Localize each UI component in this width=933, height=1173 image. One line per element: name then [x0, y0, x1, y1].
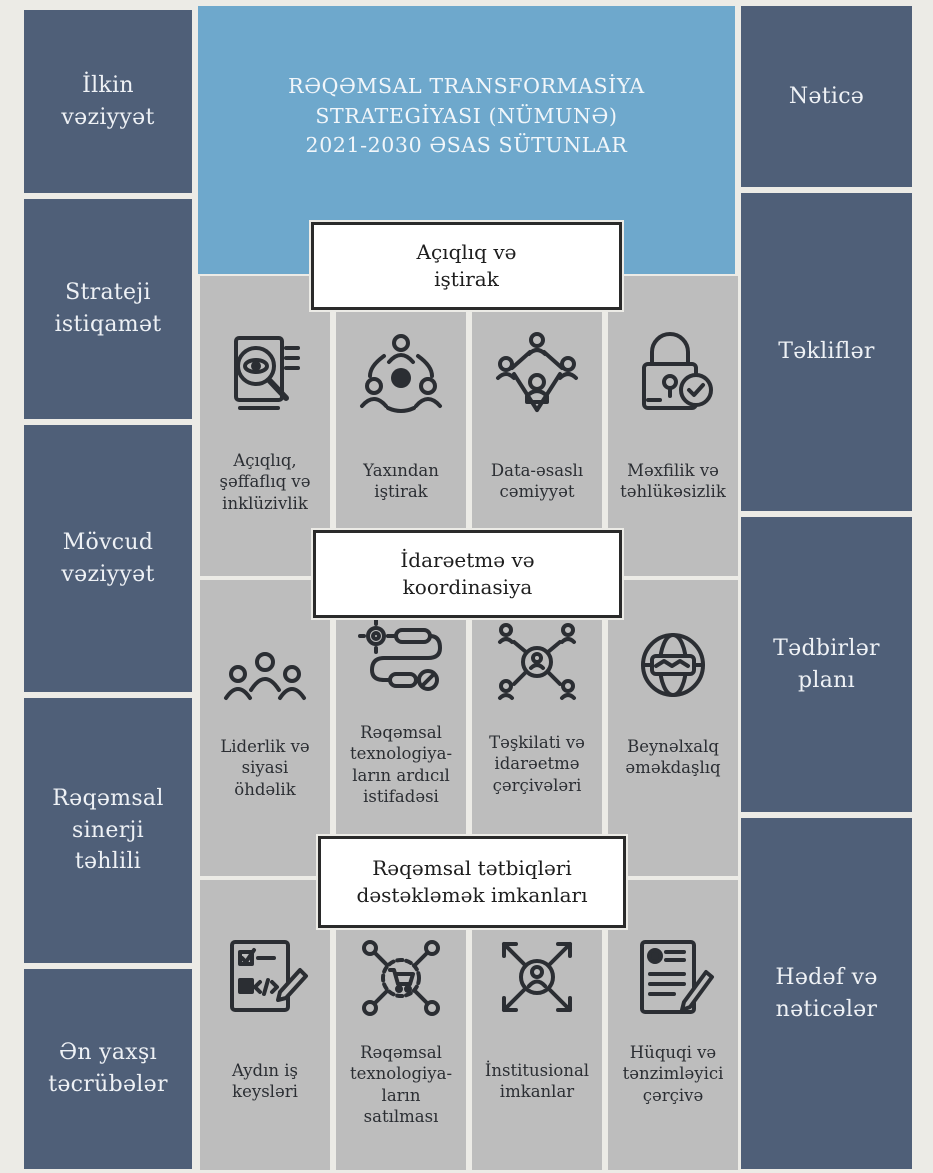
left-item-initial-state: İlkin vəziyyət [24, 10, 192, 193]
section-title: Açıqlıq və iştirak [416, 240, 517, 291]
document-eye-magnifier-icon [220, 328, 310, 418]
pillar-label: Rəqəmsal texnologiya- ların ardıcıl isti… [349, 723, 453, 807]
left-item-strategic-direction: Strateji istiqamət [24, 199, 192, 419]
right-item-action-plan: Tədbirlər planı [741, 517, 912, 812]
pillar-cell: Rəqəmsal texnologiya- ların satılması [336, 880, 466, 1170]
pillar-label: Liderlik və siyasi öhdəlik [220, 737, 310, 799]
left-item-best-practices: Ən yaxşı təcrübələr [24, 969, 192, 1169]
left-item-digital-synergy-analysis: Rəqəmsal sinerji təhlili [24, 698, 192, 963]
pillar-cell: İnstitusional imkanlar [472, 880, 602, 1170]
certificate-pen-icon [628, 932, 718, 1022]
section-banner-digital-applications: Rəqəmsal tətbiqləri dəstəkləmək imkanlar… [318, 836, 626, 928]
pillar-cell: Beynəlxalq əməkdaşlıq [608, 580, 738, 876]
people-circle-icon [356, 328, 446, 418]
pillar-cell: Təşkilati və idarəetmə çərçivələri [472, 580, 602, 876]
section-banner-governance: İdarəetmə və koordinasiya [313, 530, 622, 618]
pillar-label: Hüquqi və tənzimləyici çərçivə [622, 1043, 724, 1105]
team-icon [220, 632, 310, 722]
right-item-result: Nəticə [741, 6, 912, 187]
right-item-label: Hədəf və nəticələr [775, 964, 878, 1022]
pillar-cell: Aydın iş keysləri [200, 880, 330, 1170]
pillar-label: Təşkilati və idarəetmə çərçivələri [489, 733, 585, 795]
pillar-label: Data-əsaslı cəmiyyət [490, 461, 584, 502]
left-item-label: Mövcud vəziyyət [61, 529, 155, 587]
left-item-current-state: Mövcud vəziyyət [24, 425, 192, 692]
globe-handshake-icon [628, 620, 718, 710]
pillar-label: Rəqəmsal texnologiya- ların satılması [349, 1043, 453, 1127]
pillar-label: Aydın iş keysləri [231, 1061, 299, 1102]
left-item-label: İlkin vəziyyət [61, 72, 155, 130]
gear-flow-icon [356, 616, 446, 706]
left-item-label: Strateji istiqamət [54, 280, 162, 337]
pillar-cell: Data-əsaslı cəmiyyət [472, 276, 602, 576]
left-item-label: Ən yaxşı təcrübələr [48, 1040, 168, 1097]
pillar-cell: Məxfilik və təhlükəsizlik [608, 276, 738, 576]
pillar-cell: Yaxından iştirak [336, 276, 466, 576]
pillar-label: İnstitusional imkanlar [484, 1061, 590, 1102]
connected-people-icon [492, 328, 582, 418]
pillar-cell: Liderlik və siyasi öhdəlik [200, 580, 330, 876]
right-item-label: Nəticə [788, 83, 865, 109]
right-item-targets-results: Hədəf və nəticələr [741, 818, 912, 1169]
right-item-label: Tədbirlər planı [773, 635, 880, 693]
person-arrows-icon [492, 932, 582, 1022]
cart-network-icon [356, 932, 446, 1022]
pillar-label: Beynəlxalq əməkdaşlıq [625, 737, 721, 778]
pillar-label: Açıqlıq, şəffaflıq və inklüzivlik [219, 451, 311, 513]
org-network-icon [492, 616, 582, 706]
diagram-title: RƏQƏMSAL TRANSFORMASİYA STRATEGİYASI (NÜ… [288, 74, 645, 158]
left-item-label: Rəqəmsal sinerji təhlili [52, 785, 164, 875]
pillar-cell: Açıqlıq, şəffaflıq və inklüzivlik [200, 276, 330, 576]
right-item-label: Təkliflər [778, 339, 875, 365]
pillar-label: Məxfilik və təhlükəsizlik [620, 461, 726, 502]
pillar-cell: Hüquqi və tənzimləyici çərçivə [608, 880, 738, 1170]
section-banner-openness: Açıqlıq və iştirak [311, 222, 622, 310]
section-title: İdarəetmə və koordinasiya [400, 548, 535, 599]
padlock-shield-icon [628, 328, 718, 418]
checklist-code-pen-icon [220, 932, 310, 1022]
pillar-label: Yaxından iştirak [363, 461, 439, 502]
section-title: Rəqəmsal tətbiqləri dəstəkləmək imkanlar… [356, 856, 588, 907]
right-item-proposals: Təkliflər [741, 193, 912, 511]
pillar-cell: Rəqəmsal texnologiya- ların ardıcıl isti… [336, 580, 466, 876]
